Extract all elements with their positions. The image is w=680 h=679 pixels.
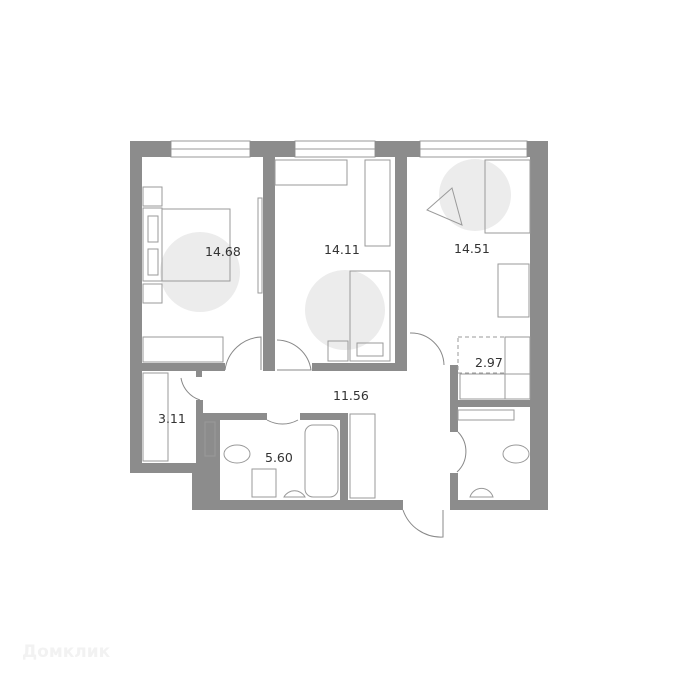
room-area-hallway: 11.56 bbox=[333, 388, 369, 403]
doors bbox=[180, 332, 467, 538]
sink bbox=[469, 488, 494, 498]
kitchen-counter bbox=[459, 373, 531, 400]
room-area-bedroom-1: 14.68 bbox=[205, 244, 241, 259]
zone-circle bbox=[305, 270, 385, 350]
room-area-bathroom: 5.60 bbox=[265, 450, 293, 465]
entrance-door bbox=[402, 509, 444, 538]
desk bbox=[274, 159, 348, 186]
sofa bbox=[484, 159, 531, 234]
room-area-bedroom-2: 14.11 bbox=[324, 242, 360, 257]
walls bbox=[130, 141, 548, 510]
door bbox=[409, 332, 445, 366]
door bbox=[266, 419, 299, 425]
zone-circles bbox=[160, 159, 511, 350]
zone-circle bbox=[160, 232, 240, 312]
room-area-closet: 3.11 bbox=[158, 411, 186, 426]
windows bbox=[170, 140, 528, 158]
toilet bbox=[502, 444, 530, 464]
sink bbox=[283, 490, 306, 498]
wardrobe bbox=[364, 159, 391, 247]
door bbox=[456, 431, 467, 473]
zone-circle bbox=[439, 159, 511, 231]
coffee-table bbox=[426, 187, 463, 226]
door bbox=[180, 377, 201, 401]
wardrobe bbox=[349, 413, 376, 499]
wardrobe bbox=[142, 336, 224, 363]
dining-table bbox=[497, 263, 530, 318]
wardrobe bbox=[142, 372, 169, 462]
bathtub bbox=[304, 424, 339, 498]
toilet bbox=[223, 444, 251, 464]
bed bbox=[349, 270, 391, 362]
washing-machine bbox=[251, 468, 277, 498]
door bbox=[224, 336, 262, 371]
room-area-living-room: 14.51 bbox=[454, 241, 490, 256]
furniture bbox=[142, 159, 531, 499]
room-area-kitchen: 2.97 bbox=[475, 355, 503, 370]
watermark-logo: Домклик bbox=[22, 642, 111, 662]
door bbox=[276, 339, 312, 371]
